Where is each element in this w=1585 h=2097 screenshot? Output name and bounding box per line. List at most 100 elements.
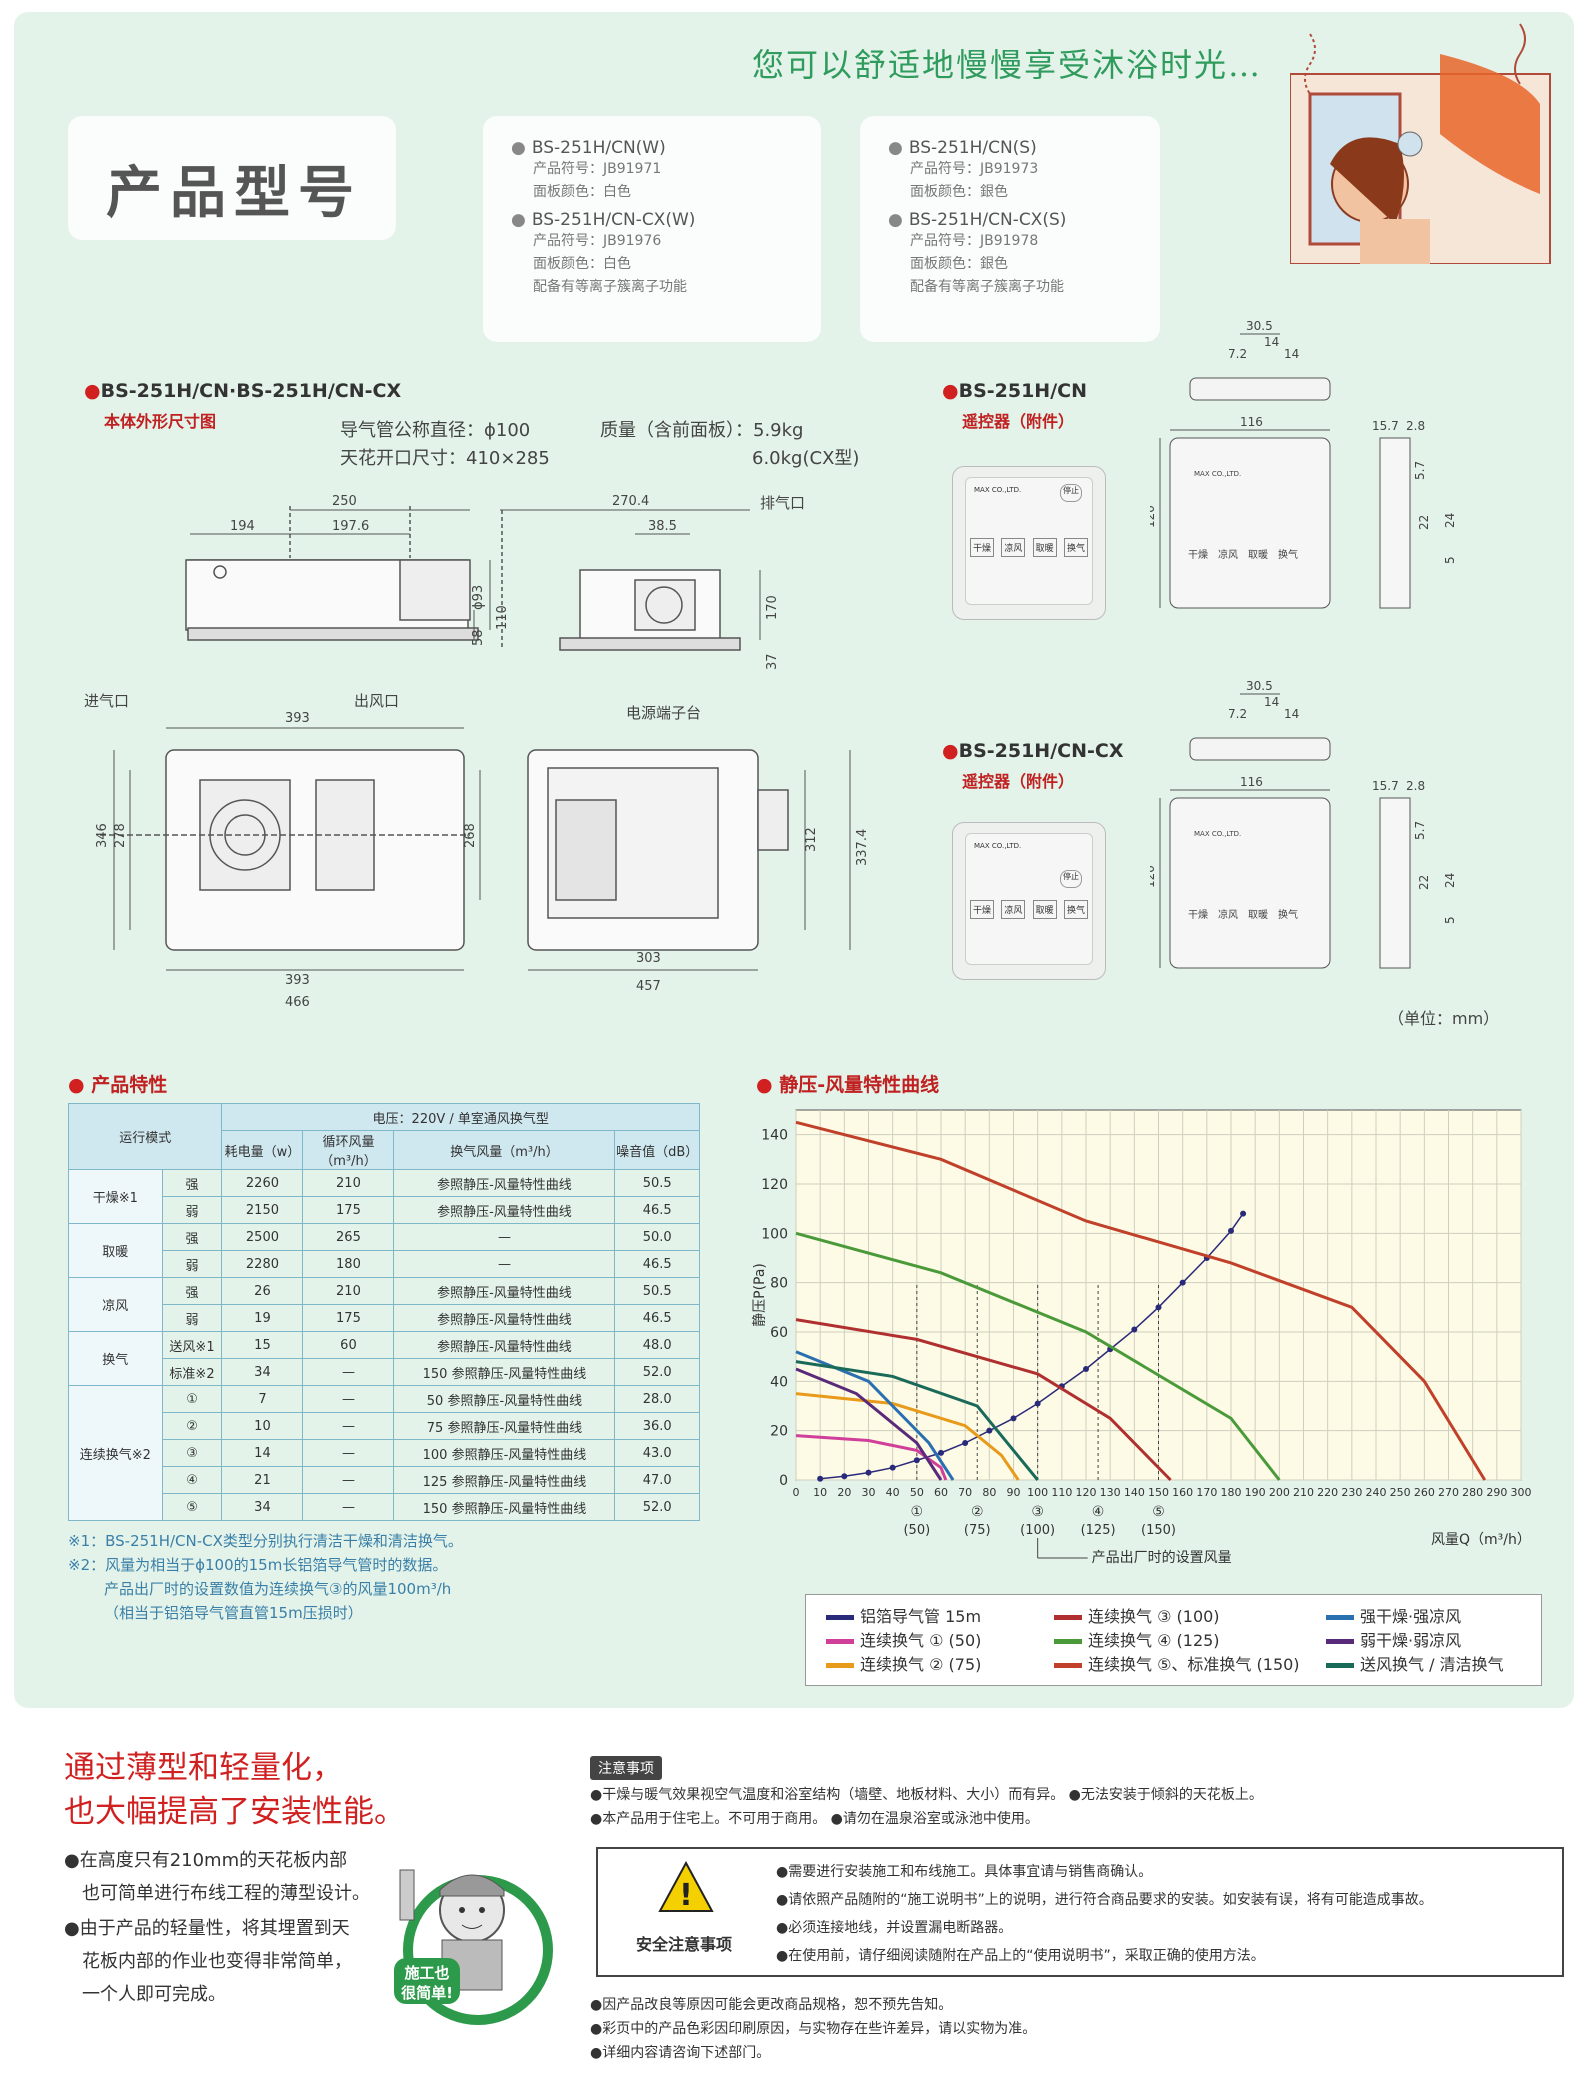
x-tick-label: 290 (1486, 1486, 1507, 1499)
cell: — (393, 1250, 616, 1278)
cell: 60 (302, 1331, 395, 1359)
table-row: 取暖 强 2500 265 — 50.0 (68, 1223, 700, 1278)
series-point (986, 1427, 993, 1434)
factory-note: 产品出厂时的设置风量 (1092, 1550, 1232, 1566)
col-vent: 换气风量（m³/h） (393, 1130, 616, 1170)
cell: 参照静压-风量特性曲线 (393, 1196, 616, 1224)
cool-button[interactable]: 凉风 (1001, 538, 1026, 557)
features-table: 运行模式 电压：220V / 单室通风换气型 耗电量（w） 循环风量（m³/h）… (67, 1103, 700, 1521)
dim-label: 197.6 (332, 519, 369, 534)
row-sub: ④ (161, 1466, 223, 1494)
cell: 参照静压-风量特性曲线 (393, 1169, 616, 1197)
cell: 125 参照静压-风量特性曲线 (393, 1466, 616, 1494)
x-tick-label: 280 (1462, 1486, 1483, 1499)
x-tick-label: 30 (862, 1486, 876, 1499)
dim-label: 2.8 (1406, 779, 1425, 793)
dry-label: 干燥 (1188, 549, 1208, 561)
dim-label: 170 (765, 595, 780, 620)
table-row: 换气 送风※1 15 60 参照静压-风量特性曲线 48.0 (68, 1331, 700, 1386)
dim-label: 393 (285, 711, 310, 726)
legend-label: 送风换气 / 清洁换气 (1360, 1655, 1504, 1674)
badge-text: 施工也 (404, 1964, 449, 1982)
dim-label: 22 (1417, 875, 1431, 890)
safety-line: ●需要进行安装施工和布线施工。具体事宜请与销售商确认。 (776, 1864, 1153, 1880)
dim-section-title: ●BS-251H/CN·BS-251H/CN-CX (84, 380, 402, 402)
stop-button[interactable]: 停止 (1060, 870, 1082, 888)
y-tick-label: 20 (770, 1424, 788, 1440)
table-row: ⑤ 34 — 150 参照静压-风量特性曲线 52.0 (69, 1493, 700, 1521)
dim-label: ϕ93 (471, 585, 486, 610)
vent-button[interactable]: 换气 (1063, 538, 1088, 557)
legend-label: 铝箔导气管 15m (860, 1607, 982, 1626)
cool-button[interactable]: 凉风 (1001, 900, 1026, 919)
dim-label: 278 (113, 823, 128, 848)
footer-line: ●因产品改良等原因可能会更改商品规格，恕不预先告知。 (590, 1997, 953, 2013)
row-sub: 强 (161, 1223, 223, 1251)
x-tick-label: 160 (1172, 1486, 1193, 1499)
row-sub: 强 (161, 1169, 223, 1197)
x-tick-label: 140 (1124, 1486, 1145, 1499)
bath-illustration (1290, 23, 1551, 264)
heat-button[interactable]: 取暖 (1032, 538, 1057, 557)
cell: 46.5 (614, 1304, 700, 1332)
cell: — (393, 1223, 616, 1251)
x-axis-label: 风量Q（m³/h） (1431, 1532, 1531, 1548)
model-name: BS-251H/CN-CX(S) (888, 210, 1132, 230)
model-detail: 产品符号：JB91973 (910, 161, 1039, 177)
cool-label: 凉风 (1218, 908, 1238, 921)
stop-button[interactable]: 停止 (1060, 484, 1082, 502)
remote2-face: MAX CO.,LTD. 停止 干燥 凉风 取暖 换气 (965, 833, 1093, 965)
x-tick-label: 230 (1341, 1486, 1362, 1499)
table-row: ③ 14 — 100 参照静压-风量特性曲线 43.0 (69, 1439, 700, 1467)
heat-button[interactable]: 取暖 (1032, 900, 1057, 919)
x-tick-label: 60 (934, 1486, 948, 1499)
row-sub: ⑤ (161, 1493, 223, 1521)
cell: 34 (221, 1493, 304, 1521)
dim-label: 15.7 (1372, 419, 1399, 433)
legend-label: 连续换气 ③ (100) (1088, 1607, 1220, 1626)
x-tick-label: 190 (1245, 1486, 1266, 1499)
dim-label: 30.5 (1246, 679, 1273, 693)
notice-line: ●干燥与暖气效果视空气温度和浴室结构（墙壁、地板材料、大小）而有异。 ●无法安装… (590, 1787, 1263, 1803)
features-title: ● 产品特性 (68, 1074, 168, 1096)
remote-brand: MAX CO.,LTD. (1194, 830, 1241, 838)
cell: — (302, 1493, 395, 1521)
heat-label: 取暖 (1248, 908, 1268, 921)
x-tick-label: 0 (793, 1486, 800, 1499)
table-row: 标准※2 34 — 150 参照静压-风量特性曲线 52.0 (69, 1358, 700, 1386)
note-1: ※1：BS-251H/CN-CX类型分别执行清洁干燥和清洁换气。 (68, 1532, 463, 1550)
x-tick-label: 90 (1007, 1486, 1021, 1499)
marker-label: (50) (903, 1523, 930, 1538)
y-tick-label: 80 (770, 1276, 788, 1292)
remote-brand: MAX CO.,LTD. (974, 842, 1022, 850)
table-row: 弱 19 175 参照静压-风量特性曲线 46.5 (69, 1304, 700, 1332)
bullet: 也可简单进行布线工程的薄型设计。 (82, 1883, 370, 1904)
x-tick-label: 50 (910, 1486, 924, 1499)
bullet: 花板内部的作业也变得非常简单， (82, 1951, 352, 1972)
dim-label: 303 (636, 951, 661, 966)
dim-label: 393 (285, 973, 310, 988)
cell: 34 (221, 1358, 304, 1386)
bullet: 一个人即可完成。 (82, 1984, 226, 2005)
remote2-drawing: MAX CO.,LTD. 干燥 凉风 取暖 换气 30.5 14 14 7.2 … (1150, 679, 1457, 969)
x-tick-label: 250 (1390, 1486, 1411, 1499)
headline-line: 通过薄型和轻量化， (64, 1750, 343, 1786)
vent-button[interactable]: 换气 (1063, 900, 1088, 919)
row-sub: ① (161, 1385, 223, 1413)
note-2: ※2：风量为相当于ϕ100的15m长铝箔导气管时的数据。 (68, 1556, 448, 1574)
legend-label: 弱干燥·弱凉风 (1360, 1631, 1462, 1650)
row-sub: 送风※1 (161, 1331, 223, 1359)
dry-button[interactable]: 干燥 (970, 538, 995, 557)
dry-button[interactable]: 干燥 (970, 900, 995, 919)
dim-label: 120 (1150, 865, 1157, 888)
row-sub: 标准※2 (161, 1358, 223, 1386)
cell: 7 (221, 1385, 304, 1413)
bottom-headline: 通过薄型和轻量化， 也大幅提高了安装性能。 (64, 1746, 405, 1834)
series-point (1240, 1210, 1247, 1217)
model-box-white: BS-251H/CN(W) 产品符号：JB91971 面板颜色：白色 BS-25… (483, 116, 821, 342)
heat-label: 取暖 (1248, 548, 1268, 561)
table-row: ② 10 — 75 参照静压-风量特性曲线 36.0 (69, 1412, 700, 1440)
dim-label: 250 (332, 494, 357, 509)
badge-text: 很简单! (400, 1984, 453, 2002)
